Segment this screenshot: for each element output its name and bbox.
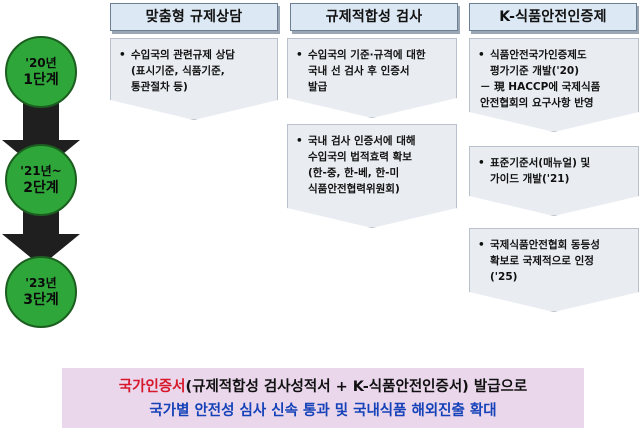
compliance-card-1: • 수입국의 기준·규격에 대한 국내 선 검사 후 인증서 발급	[287, 38, 457, 118]
bullet-marker: •	[478, 49, 485, 61]
stage-3-year: '23년	[25, 275, 57, 290]
banner-line-1: 국가인증서(규제적합성 검사성적서 + K-식품안전인증서) 발급으로	[62, 368, 584, 400]
bullet-marker: •	[478, 157, 485, 169]
certification-card-2: • 표준기준서(매뉴얼) 및 가이드 개발('21)	[469, 146, 639, 216]
compliance-card-2: • 국내 검사 인증서에 대해 수입국의 법적효력 확보 (한-중, 한-베, …	[287, 124, 457, 228]
compliance-text-2: 국내 검사 인증서에 대해 수입국의 법적효력 확보 (한-중, 한-베, 한-…	[308, 135, 416, 195]
bullet-marker: •	[296, 135, 303, 147]
column-header-certification: K-식품안전인증제	[469, 3, 637, 31]
summary-banner: 국가인증서(규제적합성 검사성적서 + K-식품안전인증서) 발급으로 국가별 …	[62, 368, 584, 428]
timeline-arrow-2	[2, 190, 80, 266]
bullet-marker: •	[478, 239, 485, 251]
certification-card-3: • 국제식품안전협회 동등성 확보로 국제적으로 인정 ('25)	[469, 228, 639, 312]
stage-3-label: 3단계	[23, 291, 59, 308]
timeline-arrow-1	[2, 60, 80, 172]
certification-text-1: 식품안전국가인증제도 평가기준 개발('20)	[490, 49, 587, 77]
bullet-marker: •	[296, 49, 303, 61]
certification-card-1: • 식품안전국가인증제도 평가기준 개발('20) － 現 HACCP에 국제식…	[469, 38, 639, 132]
stage-2-label: 2단계	[23, 179, 59, 196]
consulting-text: 수입국의 관련규제 상담 (표시기준, 식품기준, 통관절차 등)	[131, 49, 235, 93]
certification-subitem: － 現 HACCP에 국제식품 안전협회의 요구사항 반영	[480, 81, 601, 109]
compliance-text-1: 수입국의 기준·규격에 대한 국내 선 검사 후 인증서 발급	[308, 49, 426, 93]
column-header-compliance: 규제적합성 검사	[290, 3, 458, 31]
banner-highlight: 국가인증서	[118, 379, 186, 395]
certification-text-3: 국제식품안전협회 동등성 확보로 국제적으로 인정 ('25)	[490, 239, 600, 283]
column-header-consulting: 맞춤형 규제상담	[110, 3, 278, 31]
stage-2-year: '21년~	[20, 163, 62, 178]
consulting-card: • 수입국의 관련규제 상담 (표시기준, 식품기준, 통관절차 등)	[110, 38, 278, 120]
stage-1-circle: '20년 1단계	[5, 36, 77, 108]
stage-2-circle: '21년~ 2단계	[5, 144, 77, 216]
stage-1-year: '20년	[25, 55, 57, 70]
stage-3-circle: '23년 3단계	[5, 256, 77, 328]
stage-1-label: 1단계	[23, 71, 59, 88]
banner-line-2: 국가별 안전성 심사 신속 통과 및 국내식품 해외진출 확대	[149, 403, 497, 419]
bullet-marker: •	[119, 49, 126, 61]
certification-text-2: 표준기준서(매뉴얼) 및 가이드 개발('21)	[490, 157, 591, 185]
banner-line-1-rest: (규제적합성 검사성적서 + K-식품안전인증서) 발급으로	[185, 379, 528, 395]
timeline-arrows	[2, 60, 80, 266]
